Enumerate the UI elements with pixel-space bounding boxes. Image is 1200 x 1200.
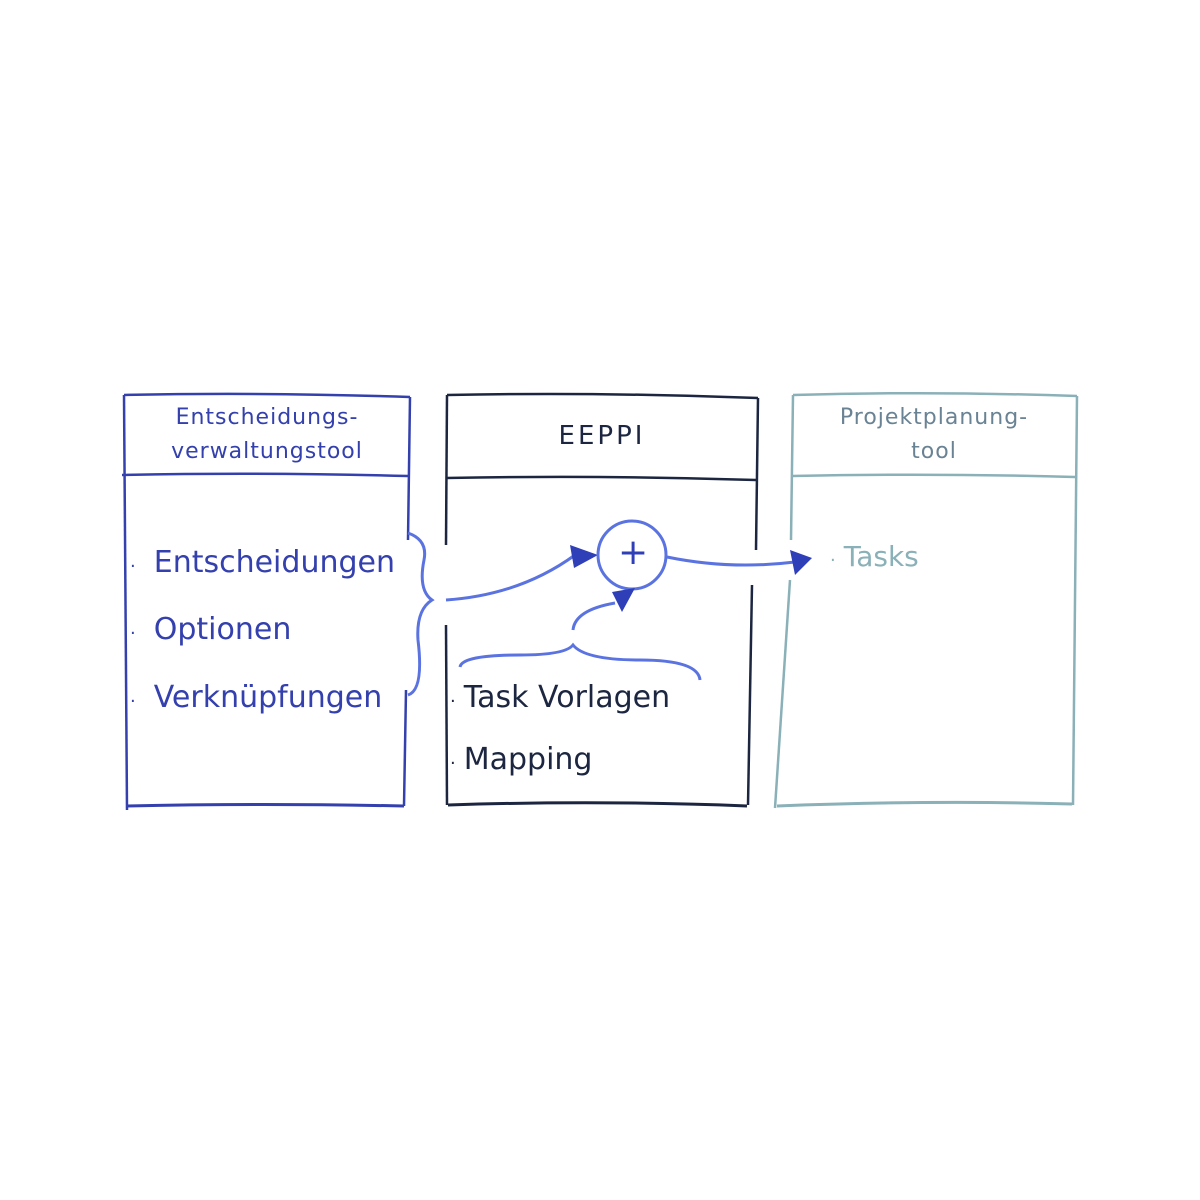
item-label: Entscheidungen: [153, 545, 395, 580]
item-label: Tasks: [843, 540, 919, 573]
item-label: Mapping: [463, 742, 593, 777]
arrow-templates-to-combine: [571, 601, 616, 631]
middle-box-header: EEPPI: [447, 395, 757, 477]
item-label: Task Vorlagen: [463, 680, 671, 715]
left-box-title-line1: Entscheidungs-: [175, 405, 359, 430]
arrow-decisions-to-combine: [445, 553, 576, 602]
arrow-head-icon: [790, 550, 812, 575]
middle-box-title: EEPPI: [558, 421, 646, 451]
arrow-combine-to-tasks: [666, 555, 796, 567]
item-label: Verknüpfungen: [153, 680, 383, 715]
bullet: ·: [830, 550, 836, 571]
bullet: ·: [130, 556, 136, 577]
left-box-frame: [121, 392, 412, 811]
left-box: Entscheidungs- verwaltungstool: [124, 395, 410, 807]
list-item-options: · Optionen: [130, 612, 291, 647]
right-box-header: Projektplanung- tool: [793, 395, 1075, 475]
left-box-header: Entscheidungs- verwaltungstool: [124, 395, 410, 475]
item-label: Optionen: [153, 612, 292, 647]
list-item-task-templates: · Task Vorlagen: [450, 680, 670, 715]
bullet: ·: [450, 753, 456, 774]
arrow-head-icon: [612, 588, 635, 612]
list-item-mapping: · Mapping: [450, 742, 592, 777]
middle-box-frame: [444, 392, 760, 808]
bottom-curly-brace: [458, 642, 702, 681]
left-curly-brace: [407, 531, 435, 697]
bullet: ·: [450, 691, 456, 712]
bullet: ·: [130, 623, 136, 644]
right-box: Projektplanung- tool: [793, 395, 1075, 805]
middle-box: EEPPI: [447, 395, 757, 805]
list-item-decisions: · Entscheidungen: [130, 545, 395, 580]
right-box-title-line2: tool: [911, 439, 957, 464]
list-item-tasks: · Tasks: [830, 540, 919, 573]
bullet: ·: [130, 691, 136, 712]
left-box-title-line2: verwaltungstool: [171, 439, 363, 464]
arrow-head-icon: [570, 545, 598, 568]
right-box-title-line1: Projektplanung-: [839, 405, 1029, 430]
right-box-frame: [773, 391, 1079, 809]
list-item-links: · Verknüpfungen: [130, 680, 382, 715]
combine-symbol: +: [618, 532, 649, 573]
